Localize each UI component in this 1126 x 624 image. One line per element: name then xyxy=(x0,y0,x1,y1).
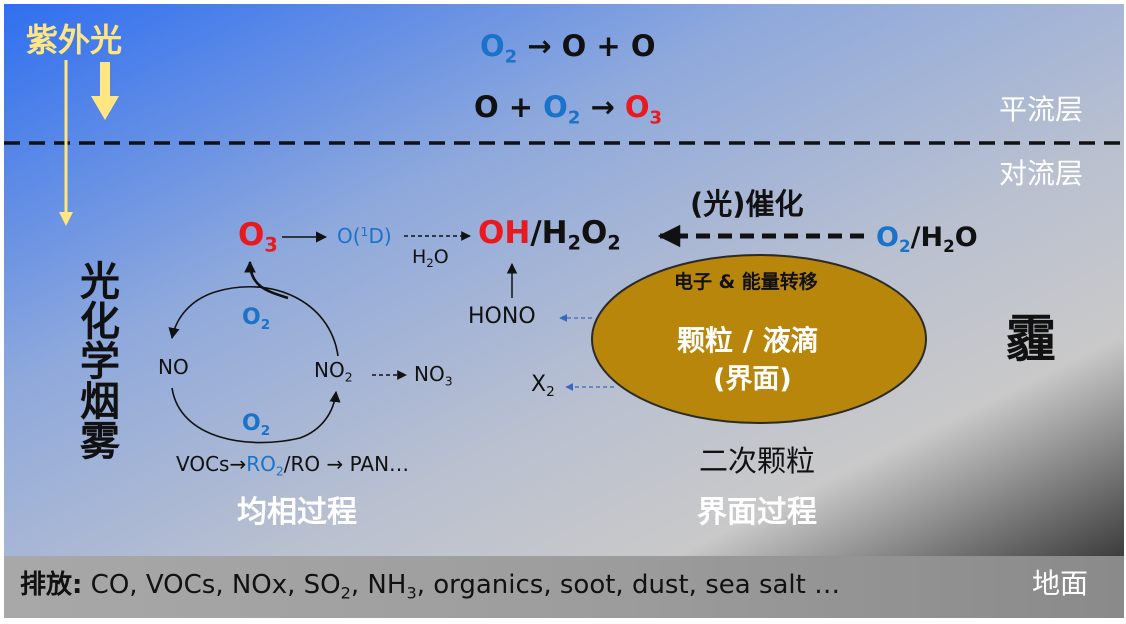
uv-thick-arrow-shaft xyxy=(100,62,110,96)
ground-label: 地面 xyxy=(1032,567,1089,600)
stratosphere-reaction-2: O + O2 → O3 xyxy=(474,90,663,129)
o2-upper-label: O2 xyxy=(242,305,271,333)
reaction-2-o-atom: O + xyxy=(474,90,544,124)
o1d-node: O(1D) xyxy=(337,224,392,248)
no-to-no2-arc xyxy=(171,387,341,444)
smog-char: 化 xyxy=(80,299,120,345)
haze-label: 霾 xyxy=(1006,310,1056,368)
uv-label: 紫外光 xyxy=(26,21,123,59)
hono-node: HONO xyxy=(468,304,536,329)
troposphere-label: 对流层 xyxy=(999,157,1084,190)
reaction-2-arrow: → xyxy=(590,90,615,124)
smog-char: 雾 xyxy=(80,419,120,465)
no2-to-no-arc xyxy=(168,285,339,357)
stratosphere-reaction-1: O2 → O + O xyxy=(480,29,656,68)
o3-node: O3 xyxy=(238,217,278,257)
uv-ray-arrowhead xyxy=(59,212,73,226)
o2-lower-label: O2 xyxy=(242,411,271,439)
smog-char: 烟 xyxy=(80,379,120,425)
no3-node: NO3 xyxy=(414,362,453,389)
emissions-label: 排放: xyxy=(20,570,83,600)
x2-node: X2 xyxy=(531,372,555,400)
stratosphere-label: 平流层 xyxy=(999,93,1084,126)
sky-background xyxy=(4,4,1124,556)
heterogeneous-process-label: 界面过程 xyxy=(697,495,817,530)
ground-emissions-bar xyxy=(4,556,1124,618)
secondary-particle-label: 二次颗粒 xyxy=(699,444,816,478)
particle-droplet-label: 颗粒 / 液滴 xyxy=(677,324,819,357)
o2-molecule: O2 xyxy=(543,90,581,129)
h2o-label: H2O xyxy=(412,246,449,271)
no2-node: NO2 xyxy=(314,358,353,385)
interface-label: (界面) xyxy=(713,364,792,395)
vocs-chain: VOCs→RO2/RO → PAN… xyxy=(176,452,410,479)
homogeneous-process-label: 均相过程 xyxy=(237,495,357,530)
smog-char: 学 xyxy=(80,339,120,385)
reaction-1-products: → O + O xyxy=(527,29,656,63)
no-node: NO xyxy=(158,355,189,379)
electron-energy-transfer-label: 电子 & 能量转移 xyxy=(674,271,818,293)
o2-to-o3-arrow xyxy=(244,260,289,300)
oh-h2o2-node: OH/H2O2 xyxy=(478,215,621,255)
emissions-text: 排放: CO, VOCs, NOx, SO2, NH3, organics, s… xyxy=(20,570,841,603)
o3-molecule: O3 xyxy=(624,90,663,129)
o2-h2o-source: O2/H2O xyxy=(876,222,978,256)
o2-molecule: O2 xyxy=(480,29,518,68)
photocatalysis-label: (光)催化 xyxy=(690,187,804,221)
uv-thick-arrow-head xyxy=(91,96,119,120)
particle-droplet-ellipse xyxy=(591,254,927,424)
photochemical-smog-title: 光 化 学 烟 雾 xyxy=(72,262,128,462)
smog-char: 光 xyxy=(80,259,120,305)
